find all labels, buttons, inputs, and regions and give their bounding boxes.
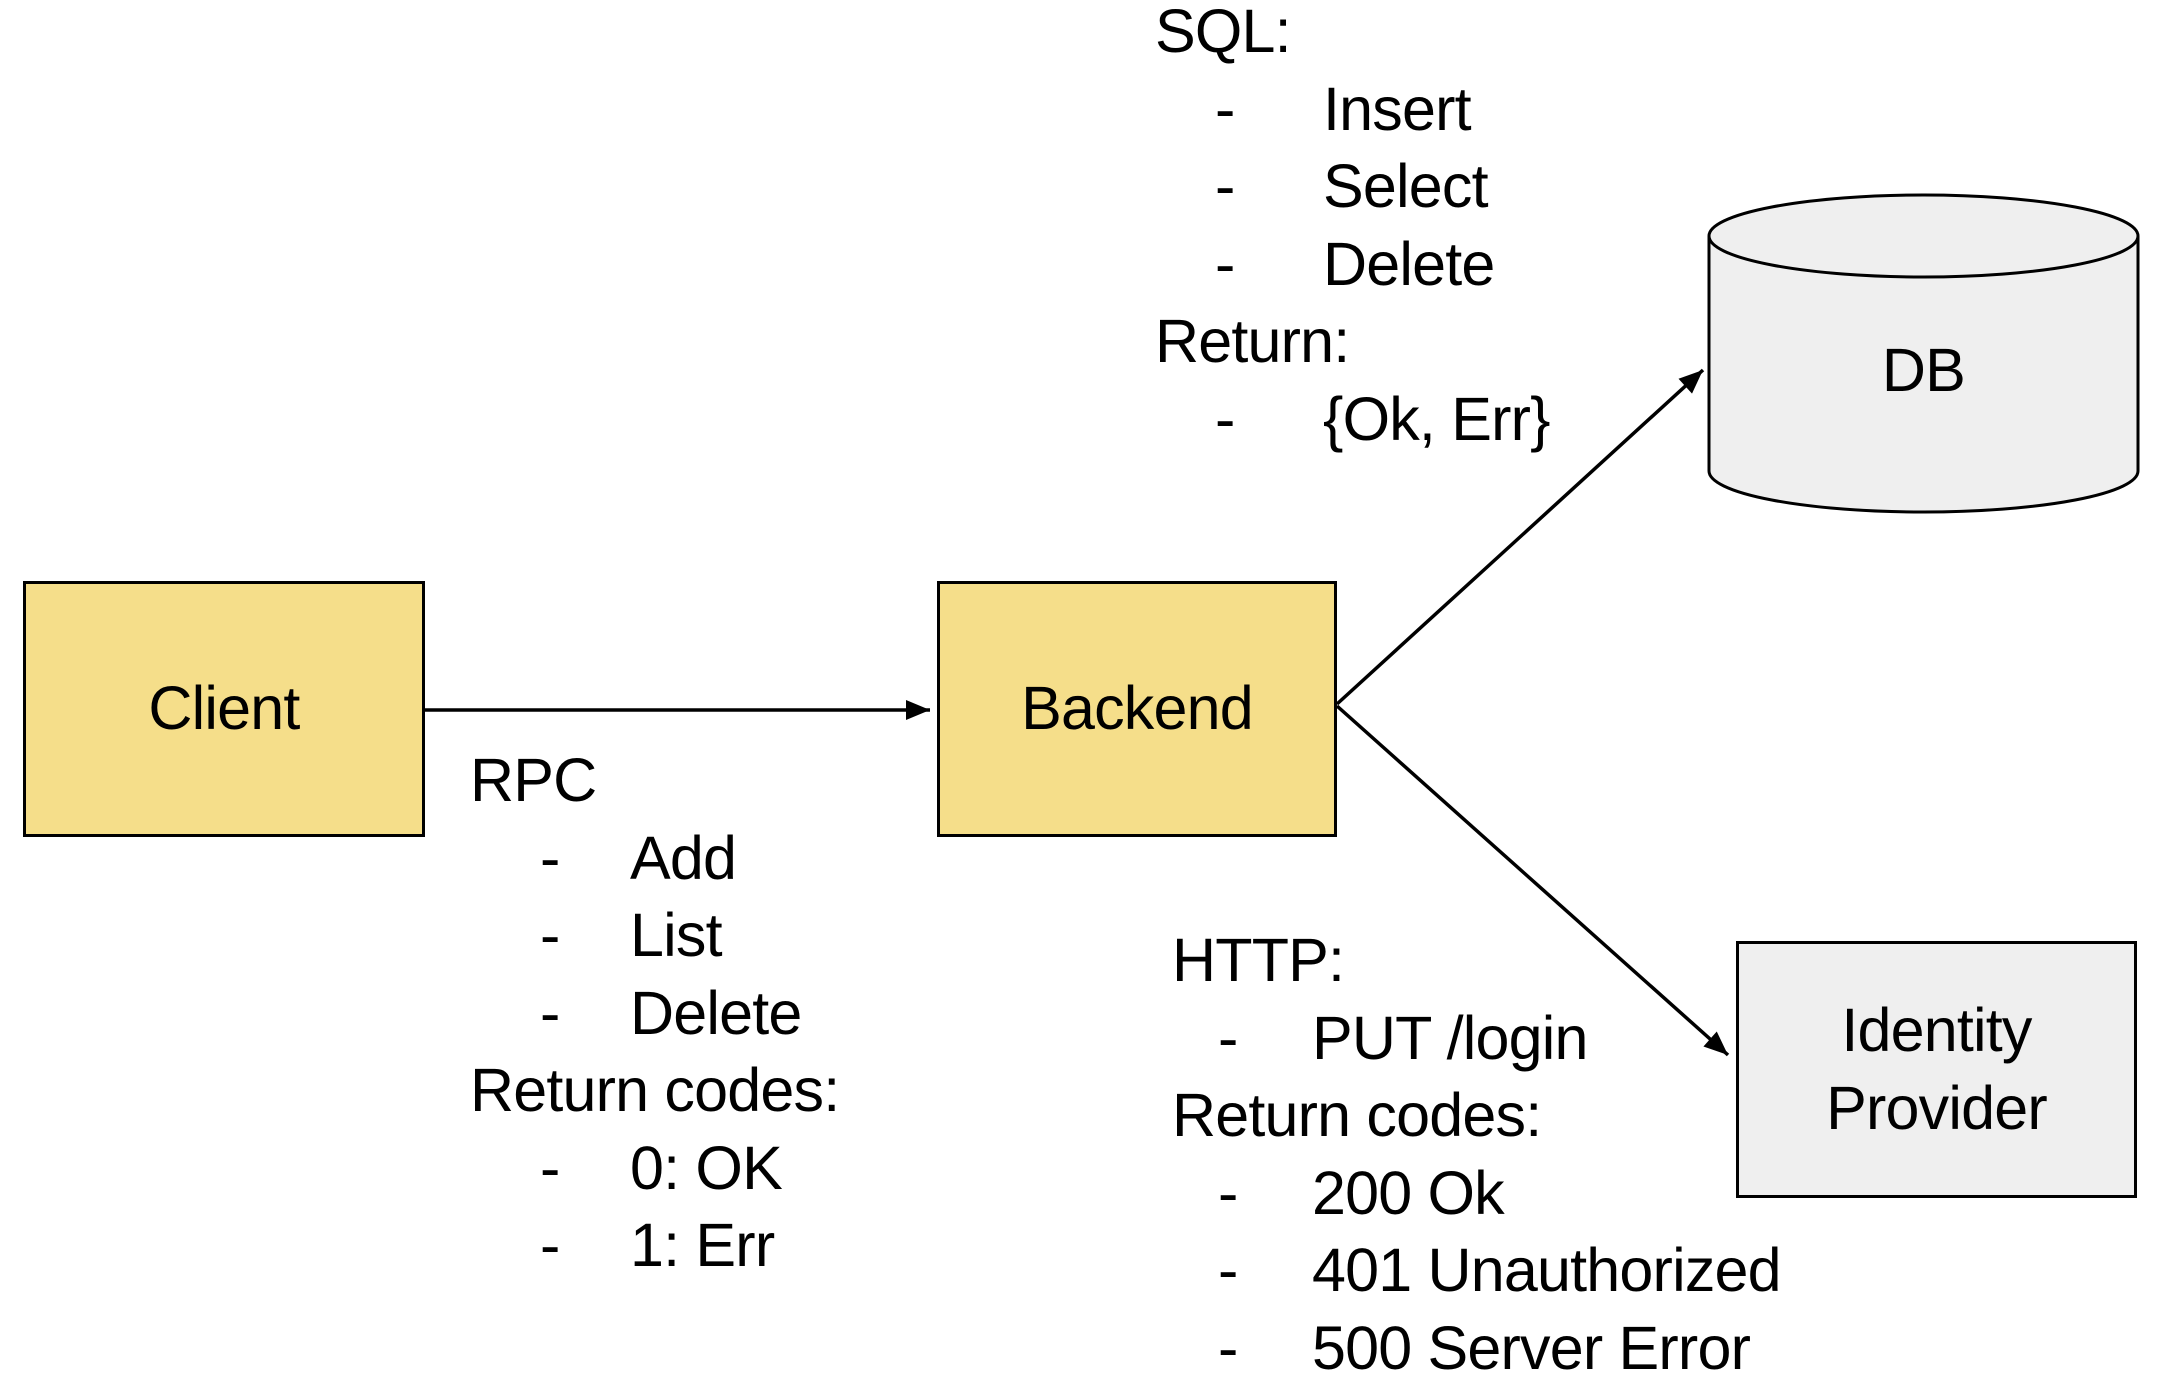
list-bullet-line: - 1: Err [470, 1207, 1070, 1285]
bullet-dash: - [1215, 384, 1235, 453]
db-node-label: DB [1881, 336, 1966, 404]
bullet-text: {Ok, Err} [1323, 384, 1551, 453]
db-cylinder-top [1707, 193, 2140, 279]
bullet-dash: - [1218, 1158, 1238, 1227]
bullet-dash: - [1215, 229, 1235, 298]
bullet-text: 1: Err [630, 1211, 775, 1279]
bullet-text: 500 Server Error [1312, 1313, 1751, 1382]
db-node-label-wrap: DB [1709, 325, 2138, 415]
client-node-label: Client [148, 674, 300, 743]
list-label-line: HTTP: [1172, 926, 1345, 994]
arrow-backend-to-db [1335, 368, 1705, 706]
bullet-text: Select [1323, 152, 1489, 220]
list-bullet-line: - Add [470, 820, 1070, 898]
bullet-text: 0: OK [630, 1133, 783, 1202]
bullet-text: Delete [1323, 229, 1495, 298]
bullet-dash: - [1218, 1236, 1238, 1304]
bullet-text: List [630, 901, 723, 969]
list-bullet-line: - Delete [1155, 226, 1755, 304]
backend-node-label: Backend [1021, 674, 1254, 743]
list-label-line: Return: [1155, 307, 1350, 375]
list-bullet-line: - 0: OK [470, 1130, 1070, 1208]
bullet-text: 200 Ok [1312, 1158, 1505, 1227]
list-bullet-line: - Insert [1155, 71, 1755, 149]
client-node: Client [23, 581, 425, 837]
bullet-text: 401 Unauthorized [1312, 1236, 1782, 1304]
bullet-dash: - [1218, 1003, 1238, 1072]
list-bullet-line: - PUT /login [1172, 1000, 1972, 1078]
bullet-dash: - [540, 1133, 560, 1202]
bullet-dash: - [540, 1211, 560, 1279]
arrow-backend-to-identity-provider [1335, 704, 1730, 1057]
bullet-dash: - [540, 901, 560, 969]
list-bullet-line: - 401 Unauthorized [1172, 1232, 1972, 1310]
bullet-dash: - [540, 978, 560, 1047]
list-bullet-line: - {Ok, Err} [1155, 381, 1755, 459]
bullet-dash: - [540, 823, 560, 892]
list-bullet-line: - Delete [470, 975, 1070, 1053]
bullet-dash: - [1215, 152, 1235, 220]
identity-provider-node: Identity Provider [1736, 941, 2137, 1198]
db-cylinder [1707, 193, 2140, 514]
list-label-line: Return codes: [1172, 1081, 1542, 1149]
bullet-dash: - [1218, 1313, 1238, 1382]
list-bullet-line: - 500 Server Error [1172, 1310, 1972, 1388]
list-bullet-line: - 200 Ok [1172, 1155, 1972, 1233]
bullet-text: Insert [1323, 74, 1472, 143]
bullet-dash: - [1215, 74, 1235, 143]
list-label-line: RPC [470, 746, 597, 814]
bullet-text: Add [630, 823, 737, 892]
db-cylinder-body [1707, 236, 2140, 514]
backend-node: Backend [937, 581, 1337, 837]
list-bullet-line: - Select [1155, 148, 1755, 226]
identity-provider-node-label: Identity Provider [1826, 996, 2048, 1142]
bullet-text: Delete [630, 978, 802, 1047]
list-label-line: Return codes: [470, 1056, 840, 1124]
list-bullet-line: - List [470, 897, 1070, 975]
list-label-line: SQL: [1155, 0, 1292, 65]
bullet-text: PUT /login [1312, 1003, 1588, 1072]
